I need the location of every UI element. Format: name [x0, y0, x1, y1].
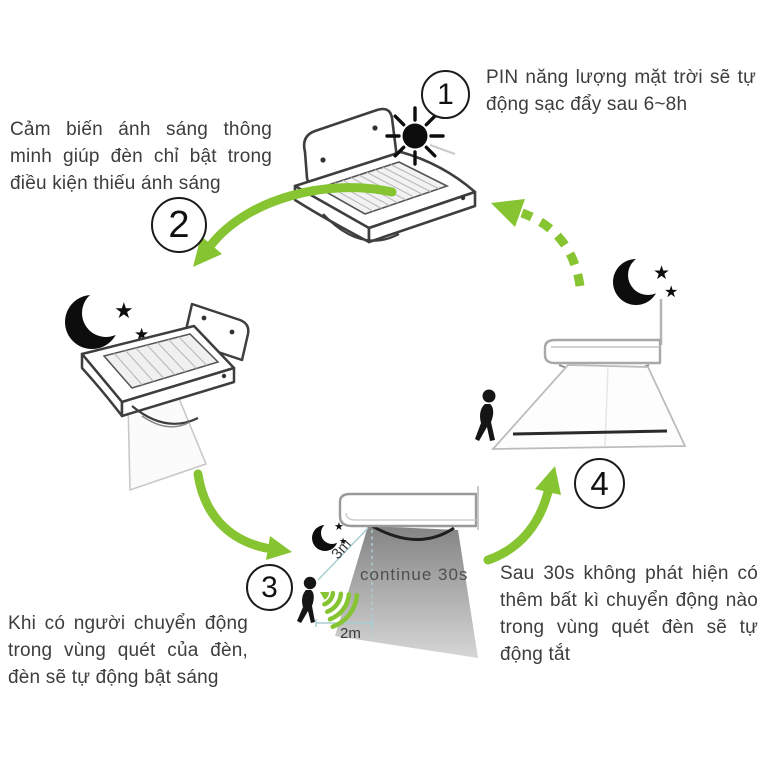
scan-zone-outline	[490, 364, 687, 450]
arrow-step1-to-step2	[193, 183, 397, 267]
moon-icon: ★ ★	[65, 289, 149, 349]
light-beam-cone	[335, 526, 478, 658]
auto-off-scene: ★ ★	[475, 255, 687, 450]
lamp-side-view	[338, 486, 479, 530]
sun-icon	[385, 106, 456, 166]
arrow-step4-to-step1-dashed	[491, 199, 585, 287]
lamp-night-illustration: ★ ★	[65, 289, 250, 492]
arrowhead	[193, 236, 222, 267]
range-2m-label: 2m	[340, 625, 361, 642]
step3-description: Khi có người chuyển động trong vùng quét…	[8, 613, 248, 688]
step3-number-badge: 3	[246, 564, 293, 611]
star-icon: ★	[664, 284, 678, 301]
step4-description: Sau 30s không phát hiện có thêm bất kì c…	[500, 563, 758, 665]
solar-panel	[102, 333, 220, 389]
star-icon: ★	[334, 521, 344, 533]
step2-description: Cảm biến ánh sáng thông minh giúp đèn ch…	[10, 119, 272, 194]
arrowhead	[535, 466, 561, 495]
arrow-step3-to-step4	[483, 466, 561, 565]
motion-waves-icon	[320, 590, 360, 630]
motion-detection-scene: 3m 2m continue 30s ★ ★	[297, 486, 479, 658]
star-icon: ★	[339, 536, 347, 546]
person-icon	[297, 576, 317, 623]
continue-30s-label: continue 30s	[360, 565, 468, 584]
step4-number-badge: 4	[574, 458, 625, 509]
star-icon: ★	[114, 298, 134, 323]
person-icon	[475, 389, 496, 441]
arrow-step2-to-step3	[193, 469, 292, 560]
moon-icon: ★ ★	[312, 521, 347, 551]
step1-description: PIN năng lượng mặt trời sẽ tự động sạc đ…	[486, 67, 756, 115]
star-icon: ★	[653, 263, 670, 284]
step2-number-badge: 2	[151, 197, 207, 253]
arrowhead	[266, 536, 292, 560]
arrowhead	[491, 199, 525, 227]
moon-icon: ★ ★	[613, 255, 678, 305]
lamp-lens-arc	[371, 524, 455, 541]
step1-number-badge: 1	[421, 70, 470, 119]
